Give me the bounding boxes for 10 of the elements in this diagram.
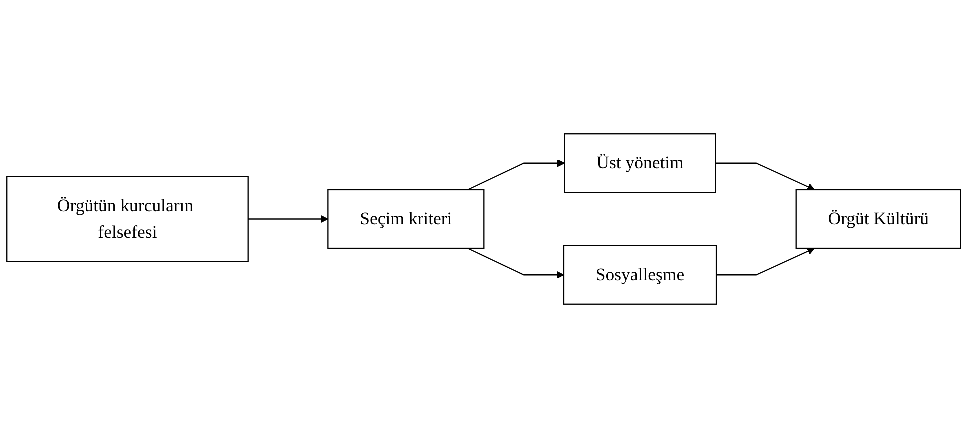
node-box: Örgütün kurcuların felsefesi [6, 176, 249, 263]
arrow [716, 248, 815, 276]
node-box: Seçim kriteri [328, 190, 485, 250]
node-box: Örgüt Kültürü [796, 190, 962, 250]
arrow [468, 160, 566, 191]
node-box: Üst yönetim [564, 134, 716, 194]
node-box: Sosyalleşme [563, 246, 718, 306]
arrow [468, 248, 564, 280]
arrow [248, 216, 329, 224]
arrow [716, 163, 815, 191]
